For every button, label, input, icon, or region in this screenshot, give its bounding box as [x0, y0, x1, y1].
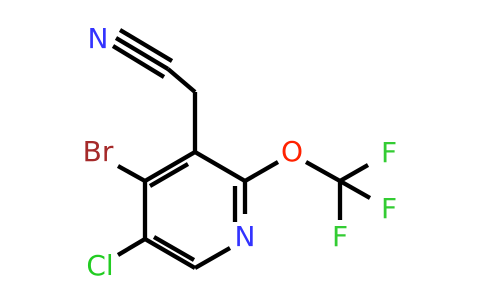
c2-oxygen-bond [243, 160, 280, 183]
c5-chlorine-bond [116, 237, 147, 257]
ring-bond-c3-c4 [143, 150, 197, 183]
ring-bond-c2-c3 [193, 150, 247, 183]
oxygen-label: O [281, 135, 303, 168]
ring-nitrogen-label: N [235, 220, 256, 253]
ch2-linker-bond-1 [166, 67, 197, 94]
bromine-label: Br [83, 135, 114, 168]
ring-bond-c5-c6 [143, 237, 197, 270]
c4-bromine-bond [116, 164, 147, 183]
fluorine-right-label: F [381, 192, 397, 225]
nitrile-triple-bond [111, 28, 174, 79]
chlorine-label: Cl [86, 249, 113, 282]
cf3-f-right-bond [338, 179, 372, 200]
oxygen-cf3-bond [304, 160, 342, 183]
nitrile-nitrogen-label: N [88, 22, 109, 55]
fluorine-bottom-label: F [332, 220, 348, 253]
cf3-f-top-bond [338, 163, 370, 183]
ring-bond-c3-c4-inner [148, 162, 190, 188]
fluorine-top-label: F [381, 136, 397, 169]
ring-bond-c5-c6-inner [152, 235, 196, 262]
ring-bond-c6-n1 [193, 246, 232, 270]
